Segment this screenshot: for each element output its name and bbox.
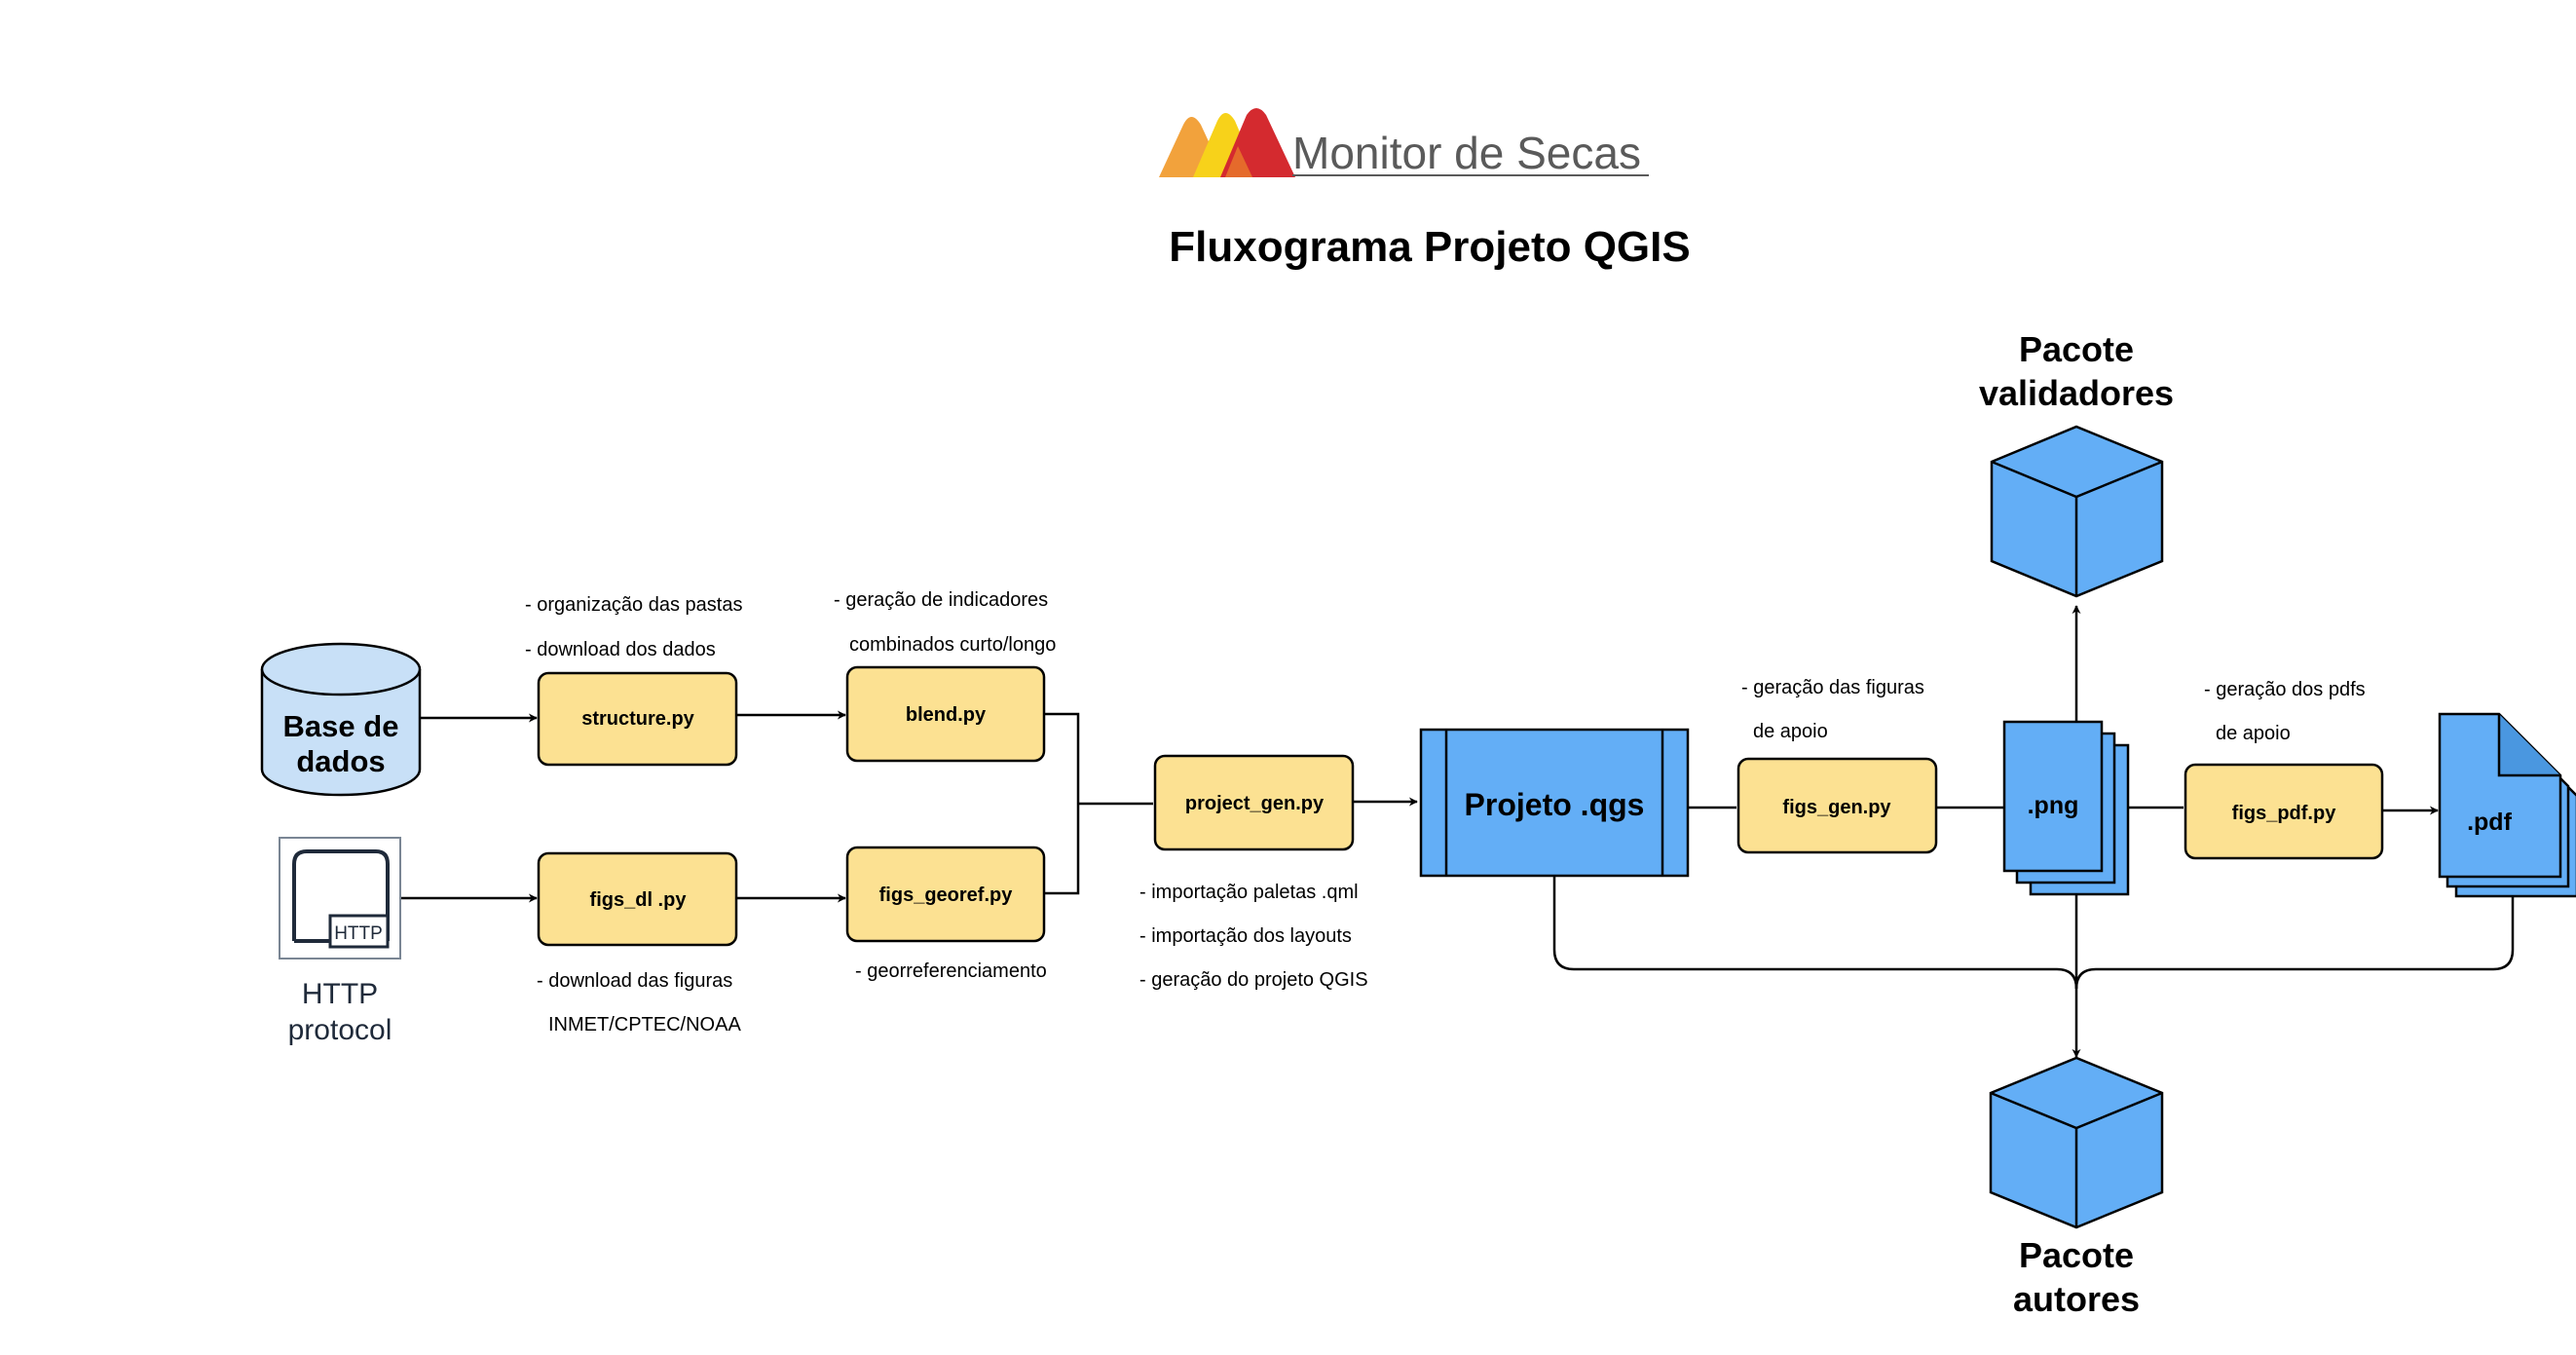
package-cube-icon — [1989, 1056, 2164, 1229]
note-line: - geração dos pdfs — [2204, 679, 2366, 700]
page-title: Fluxograma Projeto QGIS — [1169, 223, 1690, 271]
brand-logo: Monitor de Secas — [1159, 108, 1649, 178]
pacote-validadores-line1: Pacote — [2019, 329, 2134, 369]
projeto-qgs-node: Projeto .qgs — [1419, 728, 1690, 878]
png-document-icon — [2002, 720, 2104, 873]
note-figs-georef: - georreferenciamento — [855, 960, 1047, 982]
script-project-gen: project_gen.py — [1153, 754, 1355, 851]
http-label-line2: protocol — [288, 1014, 392, 1046]
note-figs-dl: - download das figuras INMET/CPTEC/NOAA — [537, 970, 741, 1035]
blend-label: blend.py — [906, 704, 987, 726]
pdf-node: .pdf — [2438, 712, 2576, 898]
pdf-label: .pdf — [2467, 809, 2512, 836]
note-line: de apoio — [1753, 721, 1828, 742]
connectors — [401, 605, 2515, 1058]
note-line: - download dos dados — [525, 639, 716, 660]
figs-pdf-label: figs_pdf.py — [2232, 803, 2337, 824]
pacote-autores-line2: autores — [2013, 1279, 2140, 1319]
figs-georef-label: figs_georef.py — [879, 885, 1014, 906]
http-label-line1: HTTP — [302, 978, 378, 1010]
database-label-line2: dados — [296, 744, 385, 778]
script-blend: blend.py — [845, 665, 1046, 763]
script-figs-gen: figs_gen.py — [1736, 757, 1938, 854]
database-label-line1: Base de — [283, 709, 399, 743]
note-figs-pdf: - geração dos pdfs de apoio — [2204, 679, 2366, 744]
database-node: Base de dados — [260, 642, 422, 797]
database-icon — [260, 669, 422, 797]
figs-dl-label: figs_dl .py — [590, 889, 688, 911]
note-project-gen: - importação paletas .qml - importação d… — [1139, 882, 1368, 991]
note-line: - geração do projeto QGIS — [1139, 969, 1368, 991]
script-figs-pdf: figs_pdf.py — [2184, 763, 2384, 860]
package-cube-icon — [1990, 425, 2164, 598]
edge-pdf-autores — [2074, 896, 2515, 990]
note-line: - importação paletas .qml — [1139, 882, 1359, 903]
note-figs-gen: - geração das figuras de apoio — [1741, 677, 1924, 742]
script-figs-georef: figs_georef.py — [845, 846, 1046, 943]
structure-label: structure.py — [581, 708, 694, 730]
note-line: - download das figuras — [537, 970, 732, 992]
note-line: - geração das figuras — [1741, 677, 1924, 698]
monitor-de-secas-logo-icon — [1159, 108, 1295, 177]
pacote-validadores-node: Pacote validadores — [1979, 329, 2174, 598]
edge-merge-bracket — [1044, 712, 1080, 895]
http-node: HTTP HTTP protocol — [279, 837, 401, 1046]
note-line: - importação dos layouts — [1139, 925, 1352, 947]
http-icon: HTTP — [292, 849, 390, 949]
http-icon-label: HTTP — [334, 923, 383, 944]
note-structure: - organização das pastas - download dos … — [525, 594, 742, 660]
note-line: - organização das pastas — [525, 594, 742, 616]
png-node: .png — [2002, 720, 2130, 896]
pacote-validadores-line2: validadores — [1979, 373, 2174, 413]
note-line: - geração de indicadores — [834, 589, 1048, 611]
note-line: - georreferenciamento — [855, 960, 1047, 982]
pacote-autores-node: Pacote autores — [1989, 1056, 2164, 1319]
note-line: INMET/CPTEC/NOAA — [548, 1014, 741, 1035]
brand-name: Monitor de Secas — [1292, 128, 1641, 178]
pacote-autores-line1: Pacote — [2019, 1235, 2134, 1275]
note-line: combinados curto/longo — [849, 634, 1056, 656]
script-figs-dl: figs_dl .py — [537, 851, 738, 947]
project-gen-label: project_gen.py — [1185, 793, 1325, 814]
script-structure: structure.py — [537, 671, 738, 767]
png-label: .png — [2028, 792, 2079, 819]
note-blend: - geração de indicadores combinados curt… — [834, 589, 1056, 656]
edge-qgs-autores — [1552, 876, 2078, 990]
note-line: de apoio — [2216, 723, 2291, 744]
figs-gen-label: figs_gen.py — [1782, 797, 1891, 818]
projeto-qgs-label: Projeto .qgs — [1465, 787, 1645, 822]
